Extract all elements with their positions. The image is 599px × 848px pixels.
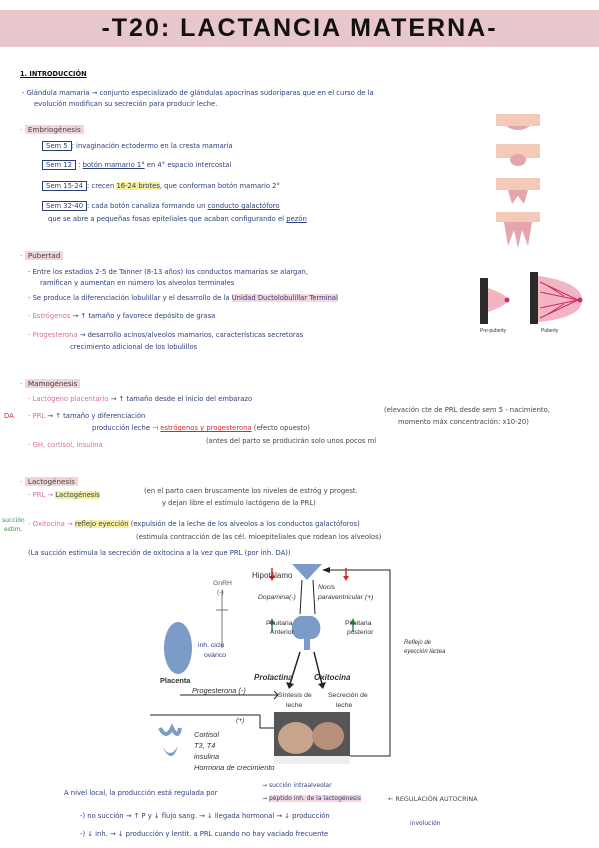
- page-title: -T20: LACTANCIA MATERNA-: [101, 14, 498, 42]
- pubertad-heading: - Pubertad: [20, 251, 64, 260]
- label-reflejo-1: Reflejo de: [404, 640, 432, 646]
- label-pre-puberty: Pre-puberty: [480, 328, 507, 334]
- intro-heading: 1. INTRODUCCIÓN: [20, 70, 87, 78]
- label-prolactina: Prolactina: [254, 673, 293, 682]
- label-pit-post-2: posterior: [347, 629, 374, 636]
- pubertad-line-2: ramifican y aumentan en número los alveo…: [40, 279, 235, 287]
- lacto-note-2: y dejan libre el estímulo lactógeno de l…: [162, 499, 316, 507]
- lacto-line-4: (La succión estimula la secreción de oxi…: [28, 549, 291, 557]
- label-gnrh-sign: (-): [217, 589, 224, 596]
- breast-illustrations: [480, 272, 583, 324]
- bottom-autocrina: ← REGULACIÓN AUTOCRINA: [388, 795, 478, 803]
- pubertad-line-3: - Se produce la diferenciación lobulilla…: [28, 294, 338, 302]
- mamogenesis-heading: - Mamogénesis: [20, 379, 81, 388]
- label-inh-ciclo-1: inh. ciclo: [198, 642, 225, 649]
- lacto-line-1: - PRL → Lactogénesis: [28, 491, 100, 499]
- label-secrecion-2: leche: [336, 702, 353, 709]
- bottom-line-2: -) no succión → ↑ P y ↓ flujo sang. → ↓ …: [80, 812, 330, 820]
- label-oxitocina: Oxitocina: [314, 673, 351, 682]
- mamo-note-1: (elevación cte de PRL desde sem 5 - naci…: [384, 406, 550, 414]
- pubertad-line-4: - Estrógenos → ↑ tamaño y favorece depós…: [28, 312, 216, 320]
- lacto-note-1: (en el parto caen bruscamente los nivele…: [144, 487, 358, 495]
- lacto-side-2: estim.: [4, 526, 23, 533]
- mamo-line-4: - GH, cortisol, insulina: [28, 441, 103, 449]
- mamo-note-2: momento máx concentración: x10-20): [398, 418, 529, 426]
- embrio-row-3: Sem 15-24: crecen 16-24 brotes, que conf…: [42, 181, 280, 191]
- bottom-peptido: → péptido inh. de la lactogénesis: [262, 795, 361, 802]
- pubertad-line-5: - Progesterona → desarrollo acinos/alveo…: [28, 331, 304, 339]
- mamo-line-2: - PRL → ↑ tamaño y diferenciación: [28, 412, 146, 420]
- embryo-illustrations: [496, 114, 540, 248]
- label-dopamina: Dopamina(-): [258, 594, 296, 601]
- bottom-line-3: -) ↓ inh. → ↓ producción y lentit. a PRL…: [80, 830, 329, 838]
- mamo-da-label: DA: [4, 412, 14, 420]
- label-t3t4: T3, T4: [194, 741, 216, 750]
- embrio-row-2: Sem 12 : botón mamario 1° en 4° espacio …: [42, 160, 231, 170]
- mamo-line-1: - Lactógeno placentario → ↑ tamaño desde…: [28, 395, 253, 403]
- label-plus: (+): [236, 717, 245, 724]
- bottom-succion: → succión intraalveolar: [262, 782, 332, 789]
- intro-line-2: evolución modifican su secreción para pr…: [34, 100, 218, 108]
- label-pit-ant-1: Pituitaria: [266, 620, 293, 627]
- label-pit-ant-2: Anterior: [270, 629, 294, 636]
- bottom-line-1: A nivel local, la producción está regula…: [64, 789, 218, 797]
- hormone-diagram: [150, 564, 391, 764]
- label-paraventricular: paraventricular (+): [318, 594, 374, 601]
- lacto-side-1: succión: [2, 517, 25, 524]
- pubertad-line-6: crecimiento adicional de los lobulillos: [70, 343, 198, 351]
- label-cortisol: Cortisol: [194, 730, 220, 739]
- label-inh-ciclo-2: ovárico: [204, 652, 226, 659]
- label-hormona: Hormona de crecimiento: [194, 763, 275, 772]
- mamo-note-3: (antes del parto se producirán solo unos…: [206, 437, 377, 445]
- mamo-line-3: producción leche ⊣ estrógenos y progeste…: [92, 424, 310, 432]
- label-hipotalamo: Hipotálamo: [252, 571, 293, 580]
- title-banner: [0, 10, 599, 47]
- bottom-involucion: involución: [410, 820, 441, 827]
- embrio-row-4: Sem 32-40: cada botón canaliza formando …: [42, 201, 280, 211]
- label-sintesis-2: leche: [286, 702, 303, 709]
- pubertad-line-1: - Entre los estadios 2-5 de Tanner (8-13…: [28, 268, 308, 276]
- label-insulina: insulina: [194, 752, 220, 761]
- label-puberty: Puberty: [541, 328, 559, 334]
- lactogenesis-heading: - Lactogénesis: [20, 477, 78, 486]
- label-pit-post-1: Pituitaria: [345, 620, 372, 627]
- label-reflejo-2: eyección láctea: [404, 649, 446, 655]
- intro-line-1: - Glándula mamaria → conjunto especializ…: [22, 89, 374, 97]
- embrio-row-5: que se abre a pequeñas fosas epiteliales…: [48, 215, 307, 223]
- embriogenesis-heading: - Embriogénesis: [20, 125, 84, 134]
- lacto-line-3: (estimula contracción de las cél. mioepi…: [136, 533, 382, 541]
- embrio-row-1: Sem 5: invaginación ectodermo en la cres…: [42, 141, 233, 151]
- lacto-line-2: - Oxitocina → reflejo eyección (expulsió…: [28, 520, 360, 528]
- label-nocis: Nocis: [318, 584, 335, 591]
- label-placenta: Placenta: [160, 676, 191, 685]
- label-secrecion-1: Secreción de: [328, 692, 368, 699]
- label-gnrh: GnRH: [213, 580, 232, 587]
- label-progesterona: Progesterona (-): [192, 686, 246, 695]
- label-sintesis-1: Síntesis de: [278, 692, 312, 699]
